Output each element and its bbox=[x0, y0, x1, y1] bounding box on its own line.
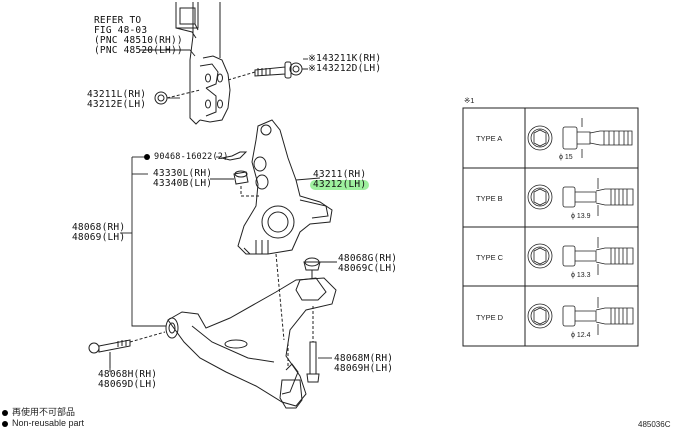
bolt-table-title: ※1 bbox=[464, 96, 475, 105]
non-reusable-dot-icon bbox=[2, 409, 8, 416]
nut-right-drawing bbox=[303, 257, 321, 278]
clip-drawing bbox=[221, 151, 248, 161]
leader-lines bbox=[109, 49, 337, 372]
control-arm-drawing bbox=[165, 253, 337, 409]
part-nut-mid-lh[interactable]: 43340B(LH) bbox=[153, 178, 213, 189]
strut-drawing bbox=[175, 2, 231, 125]
part-clip[interactable]: 90468-16022(2) bbox=[144, 152, 228, 162]
bolt-right-drawing bbox=[306, 306, 320, 383]
part-nut-right-lh[interactable]: 48069C(LH) bbox=[338, 263, 398, 274]
part-bolt-left-rh[interactable]: 48068H(RH) bbox=[98, 369, 158, 380]
bolt-type-table bbox=[462, 107, 639, 347]
bolt-type-d-diameter: ϕ 12.4 bbox=[571, 332, 591, 339]
type-d-bolt bbox=[527, 297, 634, 335]
bolt-type-b-diameter: ϕ 13.9 bbox=[571, 213, 591, 220]
type-c-bolt bbox=[527, 237, 634, 275]
part-nut-right-rh[interactable]: 48068G(RH) bbox=[338, 253, 398, 264]
refer-line-3: (PNC 48510(RH)) bbox=[94, 35, 183, 46]
part-nut-mid-rh[interactable]: 43330L(RH) bbox=[153, 168, 213, 179]
bolt-left-drawing bbox=[88, 331, 166, 368]
bolt-type-a-label: TYPE A bbox=[476, 134, 503, 143]
knuckle-drawing bbox=[237, 119, 333, 255]
part-nut-top-rh[interactable]: 43211L(RH) bbox=[87, 89, 147, 100]
refer-line-1: REFER TO bbox=[94, 15, 142, 26]
part-bolt-top-lh[interactable]: ※143212D(LH) bbox=[308, 63, 382, 74]
part-bolt-top-rh[interactable]: ※143211K(RH) bbox=[308, 53, 382, 64]
type-a-bolt bbox=[527, 118, 633, 158]
part-knuckle-rh[interactable]: 43211(RH) bbox=[313, 169, 367, 180]
part-nut-top-lh[interactable]: 43212E(LH) bbox=[87, 99, 147, 110]
part-bolt-left-lh[interactable]: 48069D(LH) bbox=[98, 379, 158, 390]
part-bolt-right-lh[interactable]: 48069H(LH) bbox=[334, 363, 394, 374]
refer-line-2[interactable]: FIG 48-03 bbox=[94, 25, 148, 36]
legend-cn: 再使用不可部品 bbox=[2, 405, 75, 418]
part-arm-rh[interactable]: 48068(RH) bbox=[72, 222, 126, 233]
bolt-type-c-diameter: ϕ 13.3 bbox=[571, 272, 591, 279]
legend-en: Non-reusable part bbox=[2, 418, 84, 428]
bolt-type-b-label: TYPE B bbox=[476, 194, 503, 203]
nut-mid-drawing bbox=[233, 170, 260, 197]
figure-id: 485036C bbox=[638, 420, 671, 429]
part-arm-lh[interactable]: 48069(LH) bbox=[72, 232, 126, 243]
non-reusable-dot-icon bbox=[2, 420, 8, 427]
type-b-bolt bbox=[527, 178, 634, 216]
bolt-type-d-label: TYPE D bbox=[476, 313, 504, 322]
refer-line-4: (PNC 48520(LH)) bbox=[94, 45, 183, 56]
non-reusable-dot-icon bbox=[144, 153, 150, 160]
legend-cn-text: 再使用不可部品 bbox=[12, 407, 76, 417]
nut-top-drawing bbox=[154, 89, 201, 105]
part-clip-label: 90468-16022(2) bbox=[154, 152, 229, 162]
bolt-type-c-label: TYPE C bbox=[476, 253, 504, 262]
legend-en-text: Non-reusable part bbox=[12, 418, 85, 428]
bolt-type-a-diameter: ϕ 15 bbox=[559, 154, 573, 161]
part-bolt-right-rh[interactable]: 48068M(RH) bbox=[334, 353, 394, 364]
part-knuckle-lh-highlighted[interactable]: 43212(LH) bbox=[310, 180, 370, 190]
bolt-top-drawing bbox=[227, 61, 308, 81]
table-bolt-drawings bbox=[527, 118, 634, 335]
